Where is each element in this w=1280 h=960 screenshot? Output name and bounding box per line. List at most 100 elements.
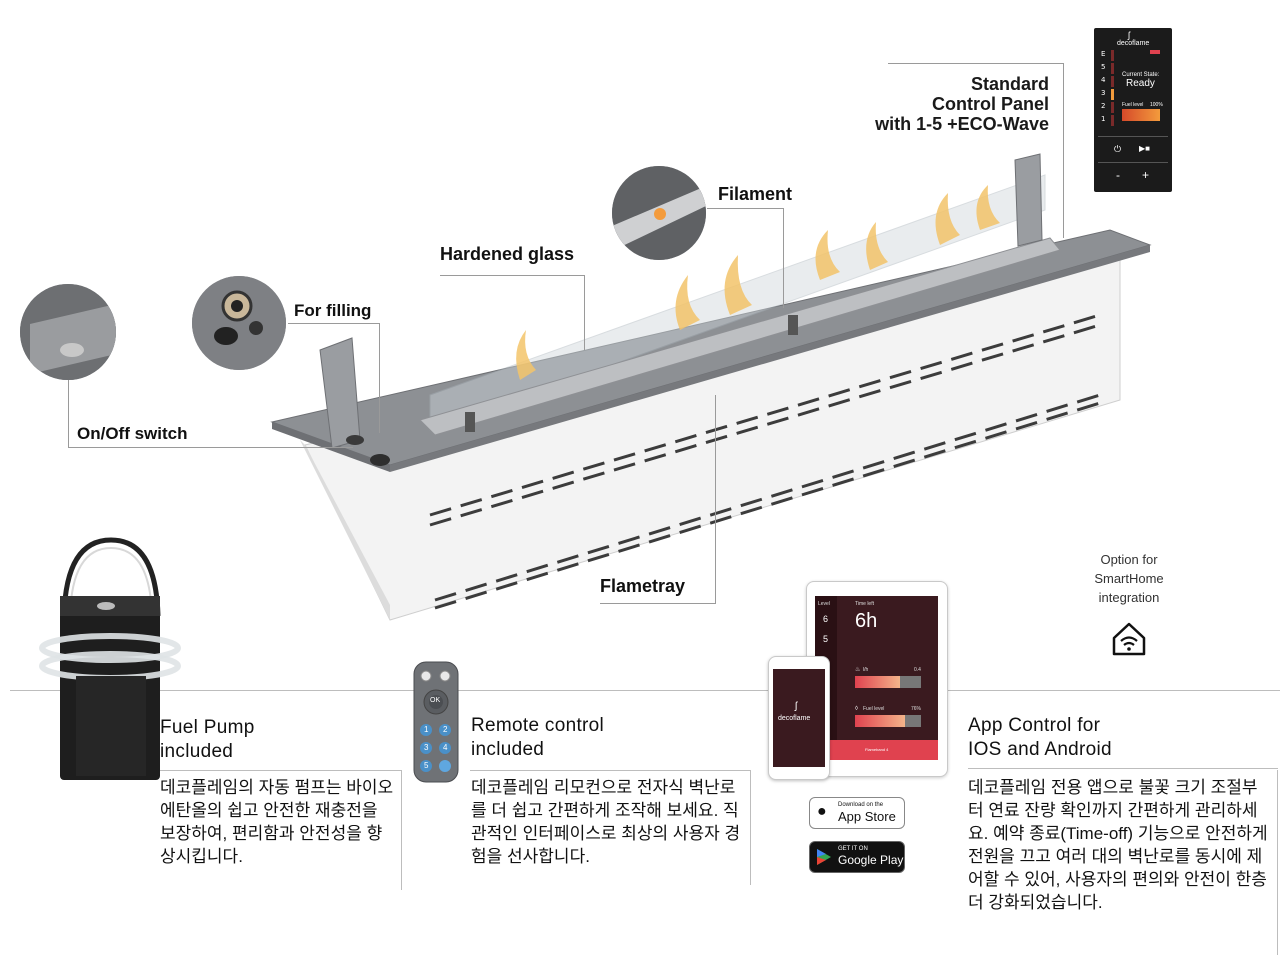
app-control-title: App Control for IOS and Android [968,714,1112,762]
remote-ok-label: OK [430,697,441,704]
filling-port-closeup [192,276,286,370]
tablet-level-label: Level [818,601,830,607]
flame-logo-icon: ʃ [1128,30,1130,40]
panel-level-item: 5 [1101,63,1106,71]
app-store-big: App Store [838,809,896,824]
panel-divider [1098,136,1168,137]
callout-line [440,275,585,276]
callout-line [715,395,716,604]
remote-description: 데코플레임 리모컨으로 전자식 벽난로를 더 쉽고 간편하게 조작해 보세요. … [471,778,741,866]
panel-level-bar [1111,76,1114,87]
panel-level-bar [1111,115,1114,126]
panel-level-item: 2 [1101,102,1106,110]
feature-divider [401,770,402,890]
panel-minus-button[interactable]: - [1116,168,1120,182]
remote-button-label: 2 [443,725,448,734]
phone-screen: ʃ decoflame [773,669,825,767]
tablet-level-value: 6 [823,614,829,624]
callout-line [68,380,69,448]
panel-state-value: Ready [1126,78,1155,89]
callout-line [600,603,716,604]
panel-fuel-bar [1122,109,1160,121]
panel-level-bar [1111,89,1114,100]
fuel-pump-title-line: Fuel Pump [160,717,255,738]
callout-line [288,323,380,324]
google-play-button[interactable]: GET IT ON Google Play [809,841,905,873]
panel-divider [1098,162,1168,163]
app-store-button[interactable]: ● Download on the App Store [809,797,905,829]
tablet-level-value: 5 [823,634,829,644]
panel-brand: decoflame [1117,40,1150,47]
google-play-icon [817,849,831,865]
burner-illustration [270,153,1152,621]
panel-fuel-track [1122,109,1160,121]
on-off-switch-label: On/Off switch [77,424,188,443]
drop-icon: ◊ [855,706,858,712]
callout-line [68,447,353,448]
panel-state-label: Current State: [1122,72,1160,78]
tablet-rate-label: l/h [863,667,869,673]
panel-level-bar [1111,50,1114,61]
tablet-fuel-value: 76% [911,706,922,712]
smart-home-wifi-icon [1112,622,1146,656]
for-filling-label: For filling [294,301,372,320]
tablet-time-left-value: 6h [855,610,878,632]
flame-small-icon: ♨ [855,667,861,673]
feature-divider [160,770,402,771]
google-play-small: GET IT ON [838,846,868,852]
remote-button-label: 1 [424,725,429,734]
remote-control-image [413,661,459,783]
feature-divider [750,770,751,885]
panel-plus-button[interactable]: + [1142,168,1150,182]
feature-divider [1277,770,1278,955]
section-divider [10,690,1280,691]
panel-top-indicator [1150,50,1160,54]
fuel-pump-description: 데코플레임의 자동 펌프는 바이오 에탄올의 쉽고 안전한 재충전을 보장하여,… [160,778,394,866]
flame-logo-icon: ʃ [795,701,798,712]
panel-fuel-value: 100% [1150,102,1163,108]
phone-device: ʃ decoflame [768,656,830,780]
feature-divider [470,770,751,771]
remote-title: Remote control included [471,714,604,762]
hardened-glass-label: Hardened glass [440,244,575,264]
panel-level-bar [1111,63,1114,74]
play-pause-icon[interactable]: ▶■ [1139,144,1150,153]
panel-fuel-label: Fuel level [1122,102,1144,108]
power-icon[interactable]: ⏻ [1114,144,1122,154]
callout-line [1063,63,1064,238]
smarthome-text: Option for SmartHome integration [1094,552,1164,605]
filament-label: Filament [718,184,793,204]
panel-level-item: E [1101,50,1106,58]
app-control-title-line: IOS and Android [968,739,1112,760]
control-panel-label: Standard Control Panel with 1-5 +ECO-Wav… [840,74,1049,134]
panel-level-item: 4 [1101,76,1106,84]
fuel-pump-image [39,537,181,780]
flametray-label: Flametray [600,576,686,596]
callout-line [379,323,380,433]
app-control-description: 데코플레임 전용 앱으로 불꽃 크기 조절부터 연료 잔량 확인까지 간편하게 … [968,778,1268,912]
panel-level-item: 3 [1101,89,1106,97]
feature-divider [968,768,1278,769]
remote-title-line: Remote control [471,715,605,736]
remote-button-label: 4 [443,743,448,752]
callout-line [888,63,1064,64]
panel-level-item: 1 [1101,115,1106,123]
callout-line [783,208,784,308]
control-panel-label-line: Control Panel [931,94,1049,114]
app-store-small: Download on the [838,802,884,808]
app-control-title-line: App Control for [968,715,1101,736]
tablet-footer-text: Flameband 4 [865,747,889,752]
on-off-switch-closeup [20,284,116,380]
panel-level-bar [1111,102,1114,113]
tablet-rate-bar-fill [855,676,900,688]
google-play-big: Google Play [838,853,904,867]
tablet-fuel-bar [855,715,921,727]
fuel-pump-title-line: included [160,741,234,762]
callout-line [584,275,585,350]
fuel-pump-title: Fuel Pump included [160,716,255,764]
control-panel-label-line: Standard [970,74,1049,94]
phone-brand: decoflame [778,715,811,722]
remote-title-line: included [471,739,545,760]
tablet-time-left-label: Time left [855,601,874,607]
